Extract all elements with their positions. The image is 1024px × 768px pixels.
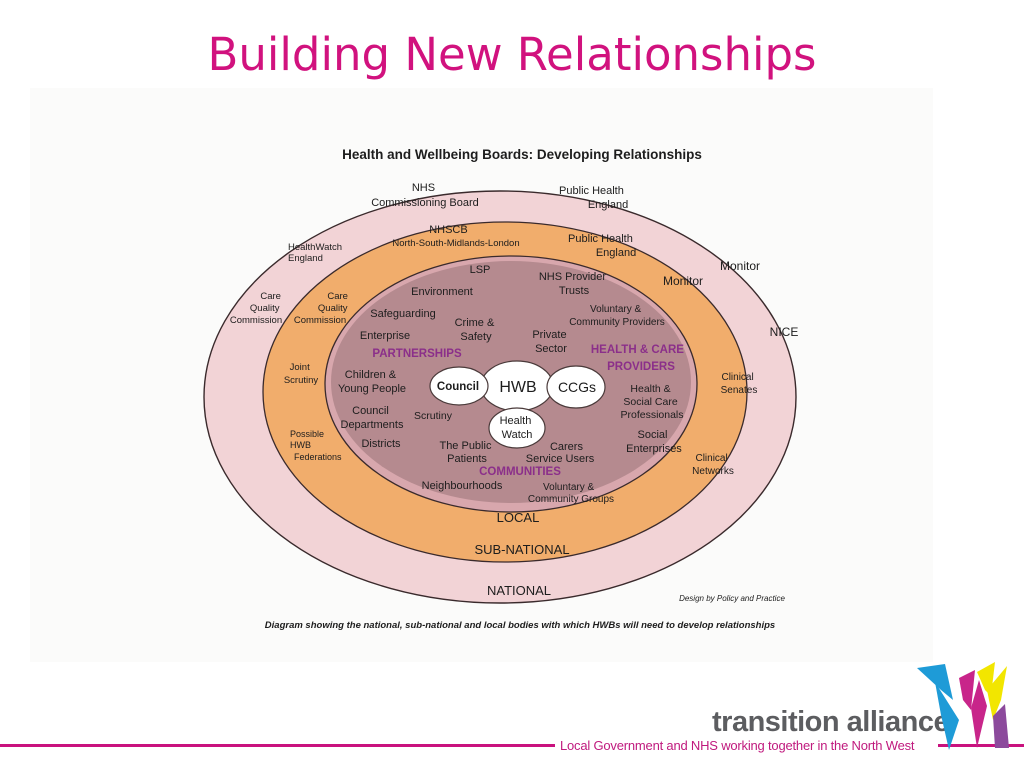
- local-environment: Environment: [411, 286, 473, 298]
- local-voluntary-community-groups: Voluntary & Community Groups: [528, 482, 614, 505]
- center-health-watch: Health Watch: [500, 415, 535, 441]
- center-council: Council: [437, 381, 479, 393]
- local-health-social-care-professionals: Health & Social Care Professionals: [620, 383, 683, 421]
- center-ccgs: CCGs: [558, 379, 596, 395]
- footer-rule-left: [0, 744, 555, 747]
- brand-name: transition alliance: [712, 706, 950, 738]
- subnational-monitor: Monitor: [663, 274, 703, 288]
- local-public-patients: The Public Patients: [439, 440, 494, 465]
- design-credit: Design by Policy and Practice: [679, 594, 785, 603]
- diagram-heading: Health and Wellbeing Boards: Developing …: [342, 147, 702, 162]
- transition-alliance-logo: [917, 662, 1009, 750]
- subnational-nhscb: NHSCB North-South-Midlands-London: [392, 224, 519, 249]
- group-partnerships: PARTNERSHIPS: [372, 348, 462, 360]
- subnational-cqc: Care Quality Commission: [294, 291, 351, 326]
- local-lsp: LSP: [470, 264, 491, 276]
- ccgs-bubble: [546, 365, 606, 409]
- diagram-scan: Health and Wellbeing Boards: Developing …: [30, 88, 933, 662]
- local-council-departments: Council Departments: [341, 405, 404, 431]
- local-districts: Districts: [361, 438, 401, 450]
- national-phe: Public Health England: [559, 185, 628, 211]
- national-nhs-cb: NHS Commissioning Board: [371, 182, 479, 209]
- subnational-clinical-senates: Clinical Senates: [721, 372, 758, 396]
- ring-label-sub-national: SUB-NATIONAL: [474, 542, 569, 557]
- local-social-enterprises: Social Enterprises: [626, 429, 682, 455]
- ring-label-local: LOCAL: [497, 510, 540, 525]
- local-children-young-people: Children & Young People: [338, 369, 406, 395]
- subnational-clinical-networks: Clinical Networks: [692, 453, 734, 477]
- national-nice: NICE: [770, 325, 799, 339]
- local-enterprise: Enterprise: [360, 330, 410, 342]
- local-crime-safety: Crime & Safety: [455, 317, 498, 343]
- footer-rule-right: [938, 744, 1024, 747]
- local-neighbourhoods: Neighbourhoods: [422, 480, 503, 492]
- group-communities: COMMUNITIES: [479, 466, 561, 478]
- national-healthwatch-england: HealthWatch England: [288, 242, 345, 264]
- ring-label-national: NATIONAL: [487, 583, 551, 598]
- subnational-phe: Public Health England: [568, 233, 636, 259]
- subnational-possible-hwb: Possible HWB Federations: [290, 429, 342, 462]
- group-health-care-providers: HEALTH & CARE PROVIDERS: [591, 344, 687, 373]
- brand-tagline: Local Government and NHS working togethe…: [560, 738, 915, 753]
- relationship-diagram: Health and Wellbeing Boards: Developing …: [203, 147, 799, 631]
- local-nhs-provider-trusts: NHS Provider Trusts: [539, 271, 609, 297]
- local-safeguarding: Safeguarding: [370, 308, 435, 320]
- council-bubble: [429, 366, 489, 406]
- local-carers-service-users: Carers Service Users: [526, 441, 595, 465]
- local-voluntary-community-providers: Voluntary & Community Providers: [569, 304, 665, 328]
- national-cqc: Care Quality Commission: [230, 291, 284, 326]
- healthwatch-bubble: [488, 407, 546, 449]
- national-monitor: Monitor: [720, 259, 760, 273]
- local-scrutiny: Scrutiny: [414, 410, 453, 422]
- center-hwb: HWB: [499, 379, 536, 396]
- local-private-sector: Private Sector: [532, 329, 569, 355]
- subnational-joint-scrutiny: Joint Scrutiny: [284, 362, 319, 386]
- slide-title: Building New Relationships: [207, 28, 817, 81]
- diagram-caption: Diagram showing the national, sub-nation…: [265, 620, 775, 631]
